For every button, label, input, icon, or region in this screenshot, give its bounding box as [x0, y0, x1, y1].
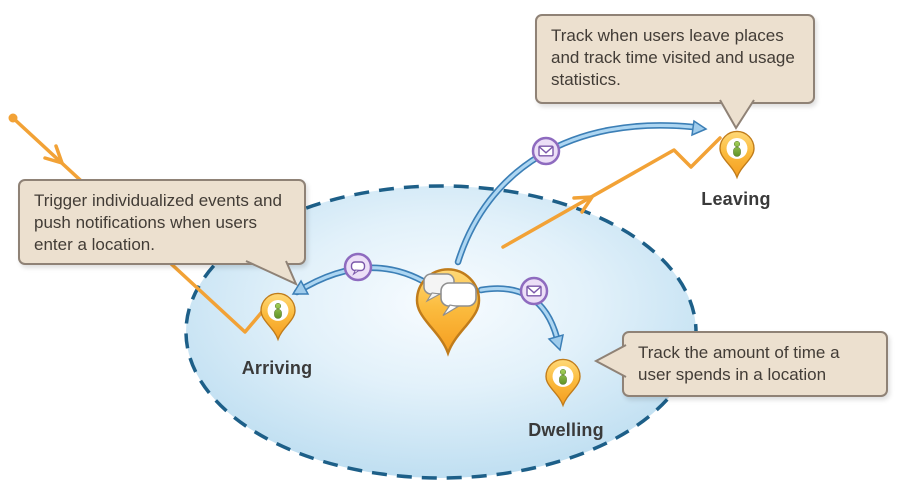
- arrowhead: [691, 119, 708, 137]
- orange-route-leaving: [501, 136, 722, 249]
- speech-bubble-icon: [343, 252, 373, 282]
- callout-arriving-text: Trigger individualized events and push n…: [34, 191, 282, 255]
- label-arriving: Arriving: [241, 358, 313, 378]
- envelope-icon: [531, 136, 561, 166]
- arrowhead: [291, 279, 310, 295]
- chat-bubbles-icon: [423, 273, 477, 317]
- label-leaving: Leaving: [701, 189, 771, 209]
- callout-leaving-text: Track when users leave places and track …: [551, 26, 795, 90]
- pin-center: [415, 268, 481, 355]
- route-arrowhead: [572, 195, 594, 214]
- label-dwelling: Dwelling: [528, 420, 604, 440]
- route-arrowhead: [43, 144, 64, 165]
- envelope-icon: [519, 276, 549, 306]
- callout-dwelling: Track the amount of time a user spends i…: [622, 331, 888, 397]
- callout-dwelling-text: Track the amount of time a user spends i…: [638, 343, 840, 385]
- callout-leaving: Track when users leave places and track …: [535, 14, 815, 104]
- arrowhead: [547, 333, 564, 352]
- pin-leaving: [720, 131, 754, 177]
- callout-arriving: Trigger individualized events and push n…: [18, 179, 306, 265]
